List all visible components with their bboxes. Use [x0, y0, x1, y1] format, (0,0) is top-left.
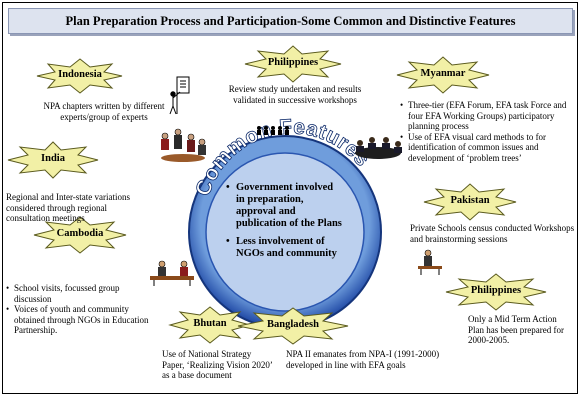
conference-table-icon	[355, 137, 402, 159]
country-label-myanmar: Myanmar	[420, 68, 466, 79]
cambodia-bullet: Voices of youth and community obtained t…	[6, 304, 158, 336]
slide-frame	[2, 2, 578, 394]
meeting-people-icon	[161, 128, 206, 162]
myanmar-bullet: Three-tier (EFA Forum, EFA task Force an…	[400, 100, 576, 132]
common-feature-item: Government involved in preparation, appr…	[226, 182, 344, 230]
country-label-pakistan: Pakistan	[450, 195, 490, 206]
star-philippines-right	[445, 273, 547, 311]
country-label-bhutan: Bhutan	[193, 318, 227, 329]
single-person-desk-icon	[418, 249, 442, 275]
bhutan-description: Use of National Strategy Paper, ‘Realizi…	[162, 349, 273, 380]
page-title: Plan Preparation Process and Participati…	[65, 13, 516, 28]
star-pakistan	[423, 183, 517, 221]
audience-row-icon	[257, 126, 289, 135]
pakistan-description: Private Schools census conducted Worksho…	[410, 223, 575, 244]
desk-meeting-icon	[150, 260, 194, 286]
star-indonesia	[36, 58, 123, 94]
country-label-philippines-top: Philippines	[267, 57, 319, 68]
country-label-cambodia: Cambodia	[56, 228, 104, 239]
star-india	[7, 141, 99, 179]
country-label-indonesia: Indonesia	[58, 69, 102, 80]
cambodia-bullet: School visits, focussed group discussion	[6, 283, 158, 304]
bangladesh-description: NPA II emanates from NPA-I (1991-2000) d…	[286, 349, 440, 370]
title-bar: Plan Preparation Process and Participati…	[8, 8, 573, 34]
common-features-list: Government involved in preparation, appr…	[226, 182, 344, 266]
myanmar-bullet: Use of EFA visual card methods to for id…	[400, 132, 576, 164]
cambodia-bullets: School visits, focussed group discussion…	[6, 283, 158, 336]
philippines-right-description: Only a Mid Term Action Plan has been pre…	[468, 314, 564, 345]
country-label-bangladesh: Bangladesh	[267, 319, 319, 330]
india-description: Regional and Inter-state variations cons…	[6, 192, 131, 223]
star-philippines-top	[244, 45, 342, 83]
country-label-philippines-right: Philippines	[470, 285, 522, 296]
country-label-india: India	[41, 153, 65, 164]
star-shapes	[7, 45, 547, 345]
common-feature-item: Less involvement of NGOs and community	[226, 236, 344, 260]
philippines-top-description: Review study undertaken and results vali…	[228, 84, 362, 105]
indonesia-description: NPA chapters written by different expert…	[43, 101, 165, 122]
star-cambodia	[33, 216, 127, 254]
presenter-clipart-icon	[169, 76, 190, 115]
myanmar-bullets: Three-tier (EFA Forum, EFA task Force an…	[400, 100, 576, 163]
star-myanmar	[396, 56, 490, 94]
star-bangladesh	[237, 307, 349, 345]
